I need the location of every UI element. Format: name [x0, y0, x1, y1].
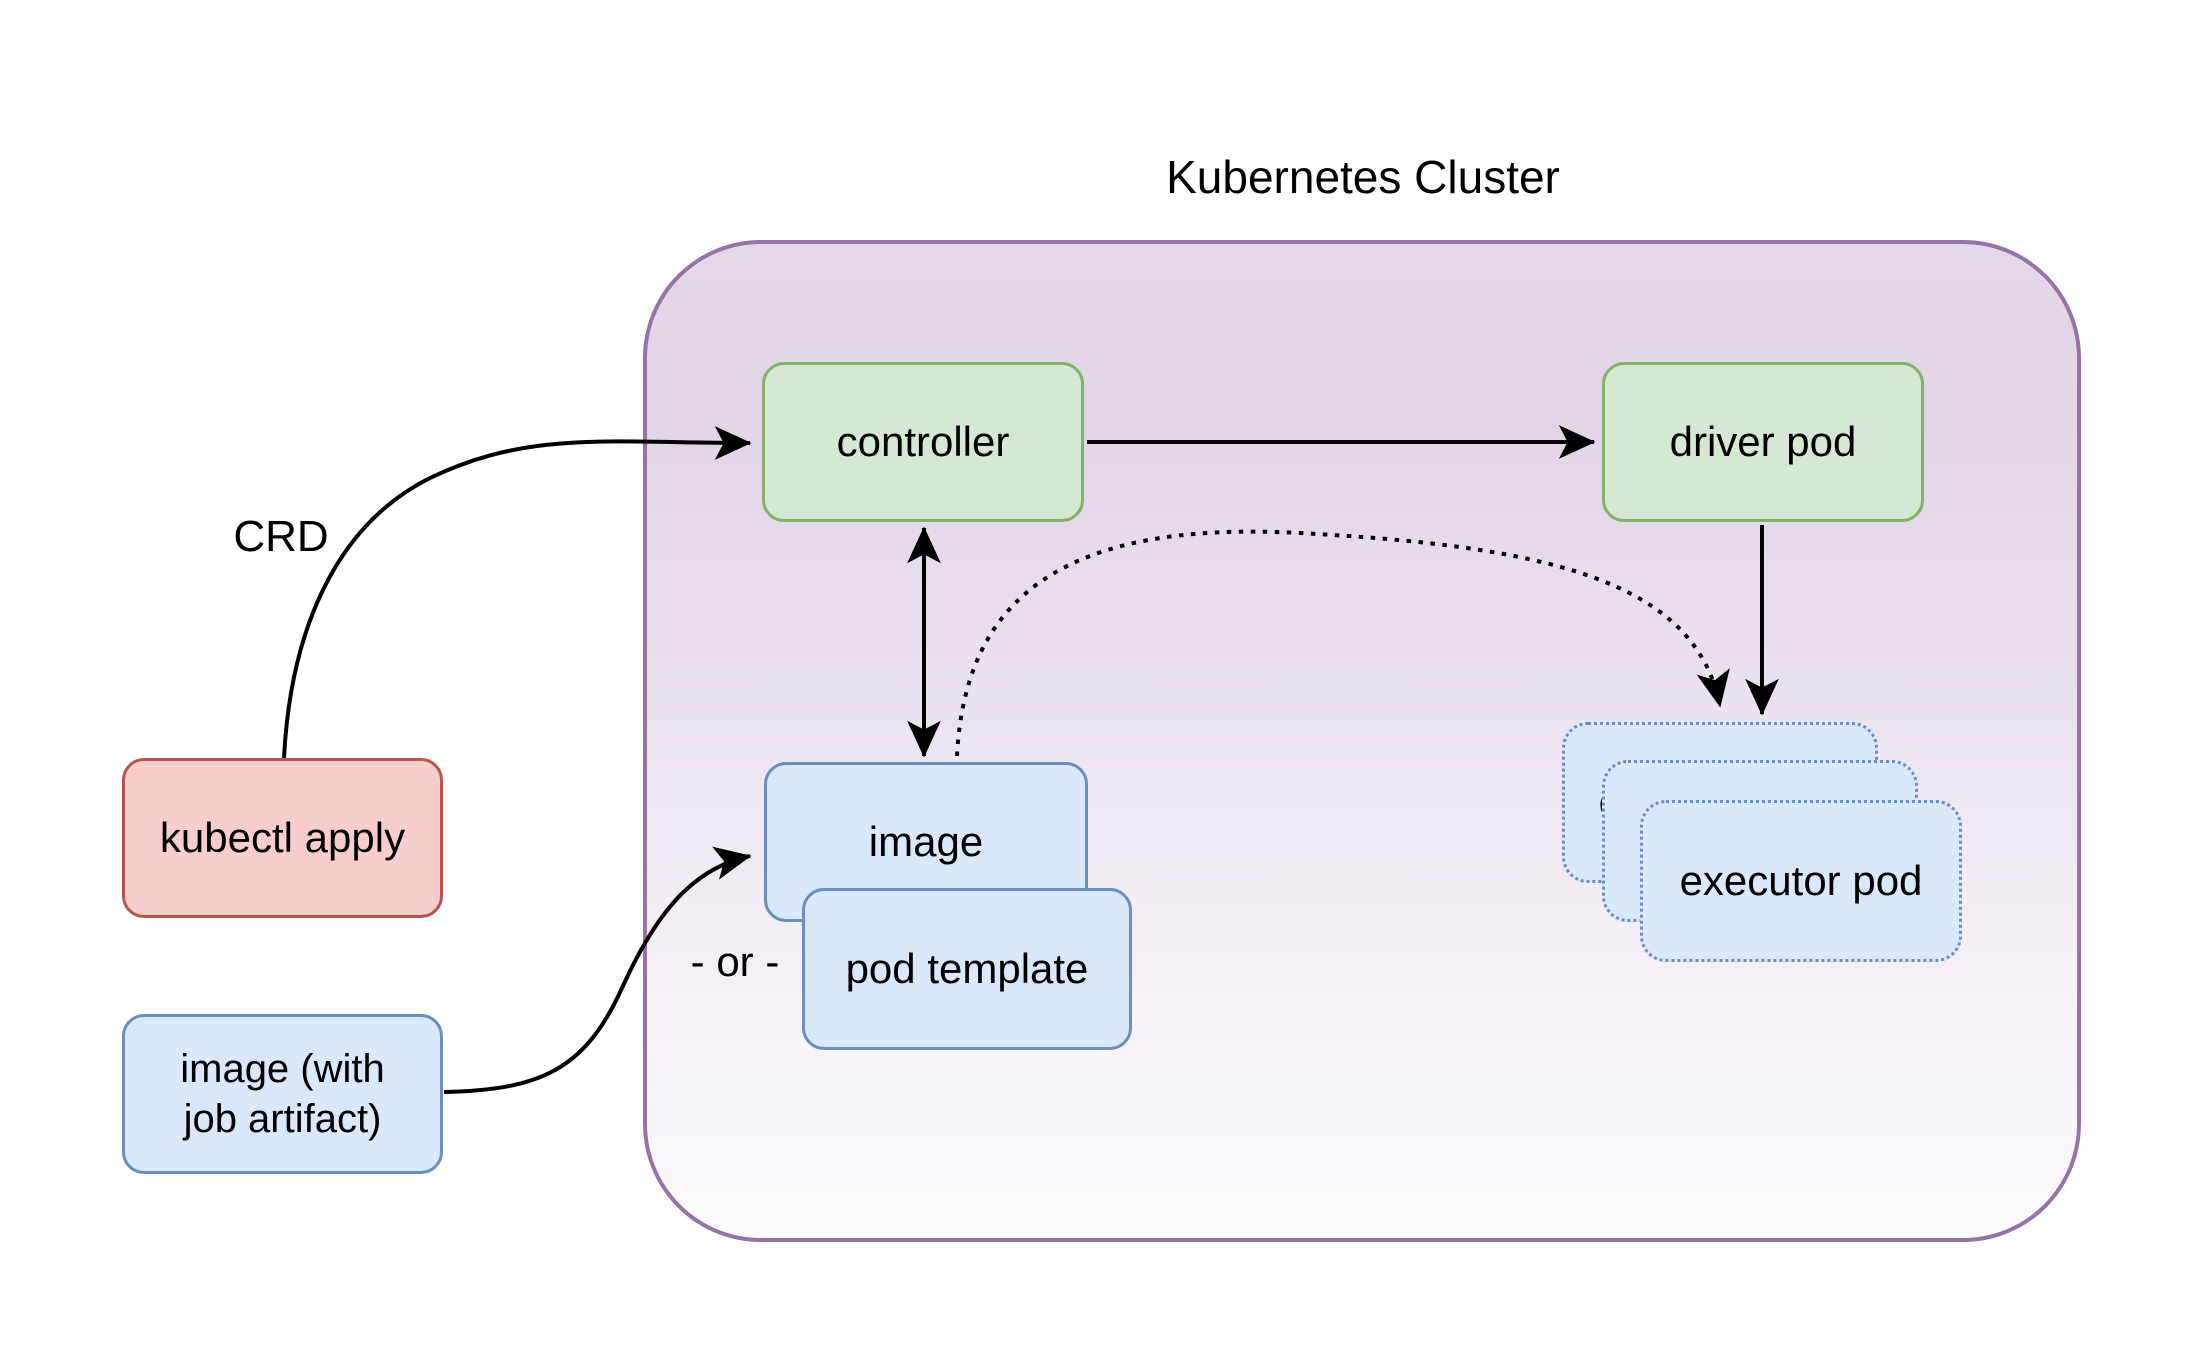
node-pod-template: pod template [802, 888, 1132, 1050]
node-driver-pod: driver pod [1602, 362, 1924, 522]
edge-image-to-executor-pods-dotted [955, 529, 1730, 757]
edge-artifact-image-to-image [443, 846, 752, 1094]
edge-kubectl-to-controller [282, 426, 752, 759]
node-controller: controller [762, 362, 1084, 522]
node-executor-pod-front: executor pod [1640, 800, 1962, 962]
node-kubectl-apply: kubectl apply [122, 758, 443, 918]
node-kubectl-apply-label: kubectl apply [159, 813, 406, 861]
cluster-title: Kubernetes Cluster [1166, 151, 1560, 203]
node-image-with-job-artifact: image (with job artifact) [122, 1014, 443, 1174]
label-or: - or - [690, 938, 780, 985]
node-executor-pod-label: executor pod [1679, 856, 1923, 904]
node-driver-pod-label: driver pod [1669, 417, 1857, 465]
node-pod-template-label: pod template [845, 944, 1089, 992]
node-image-with-job-artifact-label: image (with job artifact) [180, 1047, 385, 1141]
node-controller-label: controller [836, 417, 1010, 465]
edge-label-crd: CRD [233, 512, 329, 561]
node-image-label: image [868, 817, 984, 865]
